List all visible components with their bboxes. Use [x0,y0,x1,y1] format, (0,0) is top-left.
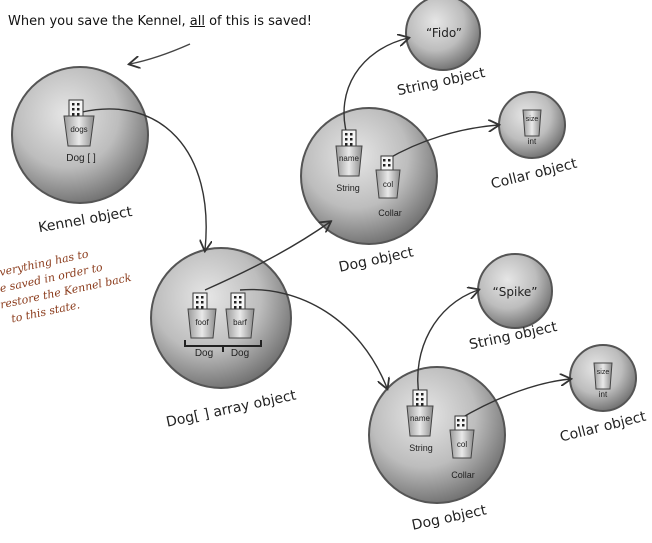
dog-object-2-caption: Dog object [410,502,488,534]
headline-pointer-arrow [130,43,191,64]
dog-object-1-caption: Dog object [337,244,415,276]
arrow-dog1-name-to-string1 [343,38,408,136]
string1-value: “Fido” [426,26,462,40]
foof-cup-label: foof [195,318,209,327]
array-slot2-type-label: Dog [231,348,249,359]
collar-object-2-caption: Collar object [558,409,648,446]
kennel-dogs-cup: dogs [63,99,95,147]
arrow-kennel-to-array [81,108,206,250]
collar2-cup-label: size [597,369,610,376]
dog-array-foof-cup: foof [187,292,217,339]
dog1-name-type-label: String [336,183,360,193]
dog-array-barf-cup: barf [225,292,255,339]
dog2-name-cup: name [406,389,434,437]
dog2-col-cup: col [449,415,475,459]
collar1-type-label: int [528,137,537,146]
dog2-col-cup-label: col [457,440,467,449]
dog-array-object-sphere [150,247,292,389]
dog2-col-type-label: Collar [451,470,475,480]
collar2-size-cup: size [593,362,613,390]
string2-value: “Spike” [493,285,538,299]
dog1-col-cup-label: col [383,180,393,189]
arrow-dog2-name-to-string2 [417,290,478,396]
headline-text-start: When you save the Kennel, [8,14,190,29]
array-slot1-type-label: Dog [195,348,213,359]
dog1-col-cup: col [375,155,401,199]
dog-object-1-sphere [300,107,438,245]
dog-array-bracket [184,340,262,352]
side-note: Everything has to be saved in order to r… [0,247,133,325]
arrow-barf-to-dog2 [239,288,387,388]
collar1-cup-label: size [526,116,539,123]
collar-object-1-caption: Collar object [489,156,579,193]
dog2-name-cup-label: name [410,414,431,423]
collar2-type-label: int [599,390,608,399]
dog1-name-cup: name [335,129,363,177]
barf-cup-label: barf [233,318,248,327]
dog2-name-type-label: String [409,443,433,453]
dog1-name-cup-label: name [339,154,360,163]
kennel-cup-label: dogs [70,125,87,134]
string-object-1-sphere [405,0,481,71]
headline-text-end: of this is saved! [204,14,313,29]
headline-underlined-word: all [189,14,205,29]
headline: When you save the Kennel, all of this is… [8,14,312,29]
arrow-dog1-col-to-collar1 [385,125,498,161]
kennel-object-caption: Kennel object [37,204,134,236]
arrow-foof-to-dog1 [204,222,330,291]
dog1-col-type-label: Collar [378,208,402,218]
kennel-type-label: Dog [ ] [66,153,96,164]
collar1-size-cup: size [522,109,542,137]
dog-array-object-caption: Dog[ ] array object [165,387,298,430]
dog-object-2-sphere [368,366,506,504]
arrow-dog2-col-to-collar2 [457,379,570,421]
